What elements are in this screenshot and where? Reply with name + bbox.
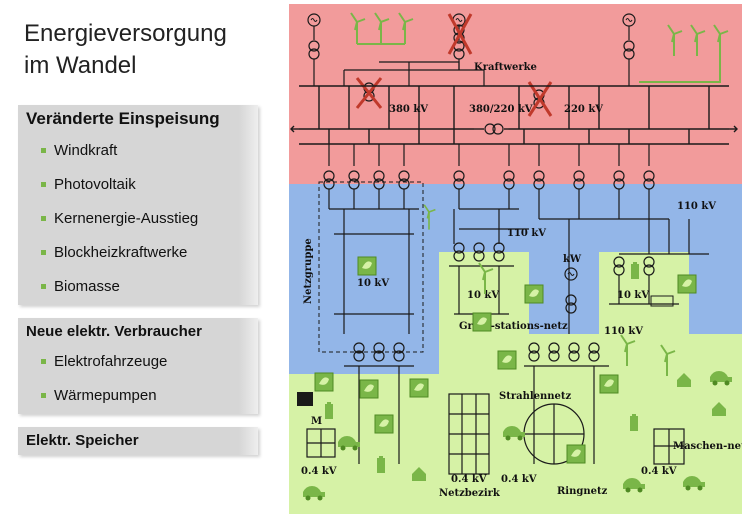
netzbezirk-grid — [448, 393, 490, 475]
label-380-220kv: 380/220 kV — [469, 104, 533, 115]
pv-stationsnetz — [472, 312, 492, 332]
list-item-windkraft: Windkraft — [18, 134, 258, 168]
label-110kv-mid: 110 kV — [507, 228, 546, 239]
hv-busbars — [290, 85, 738, 145]
page-title: Energieversorgung im Wandel — [24, 18, 274, 82]
title-line-1: Energieversorgung — [24, 20, 227, 47]
bullet-icon — [41, 284, 46, 289]
right-10kv-area — [609, 256, 679, 305]
label-kraftwerke: Kraftwerke — [474, 62, 537, 73]
crossed-plant-2 — [447, 13, 473, 55]
title-line-2: im Wandel — [24, 52, 137, 79]
mv-110kv-lines — [453, 209, 709, 334]
label-10kv-right: 10 kV — [617, 290, 649, 301]
label-04kv-mid2: 0.4 kV — [501, 474, 537, 485]
list-item-kernenergie: Kernenergie-Ausstieg — [18, 202, 258, 236]
bullet-icon — [41, 216, 46, 221]
label-04kv-mid: 0.4 kV — [451, 474, 487, 485]
panel-heading-verbraucher: Neue elektr. Verbraucher — [26, 323, 202, 340]
pv-mid-2 — [497, 350, 517, 370]
label-m: M — [311, 416, 322, 427]
panel-elektr-speicher: Elektr. Speicher — [18, 427, 258, 455]
battery-bottom-2 — [630, 414, 638, 431]
crossed-plant-3 — [527, 81, 553, 117]
label-04kv-left: 0.4 kV — [301, 466, 337, 477]
list-item-bhkw: Blockheizkraftwerke — [18, 236, 258, 270]
left-lv-net — [306, 428, 336, 458]
bullet-icon — [41, 148, 46, 153]
pv-bottom-2 — [359, 379, 379, 399]
list-item-biomasse: Biomasse — [18, 270, 258, 304]
list-item-waermepumpen: Wärmepumpen — [18, 379, 258, 413]
label-220kv: 220 kV — [564, 104, 603, 115]
mv-lv-transformers — [344, 342, 609, 464]
bullet-icon — [41, 393, 46, 398]
netzgruppe-box — [318, 181, 424, 353]
pv-bottom-1 — [314, 372, 334, 392]
panel-veraenderte-einspeisung: Veränderte Einspeisung Windkraft Photovo… — [18, 105, 258, 305]
bullet-icon — [41, 182, 46, 187]
label-stationsnetz: Gross-stations-netz — [459, 321, 568, 332]
label-110kv-lower: 110 kV — [604, 326, 643, 337]
bullet-icon — [41, 359, 46, 364]
pv-mid-top — [524, 284, 544, 304]
label-strahlennetz: Strahlennetz — [499, 391, 572, 402]
label-110kv-right: 110 kV — [677, 201, 716, 212]
wind-turbines-top-left — [350, 12, 414, 45]
hv-mv-transformers — [323, 144, 669, 220]
bullet-icon — [41, 250, 46, 255]
panel-heading-speicher: Elektr. Speicher — [26, 432, 139, 449]
battery-right — [631, 262, 639, 279]
crossed-plant-1 — [355, 77, 383, 109]
battery-bottom-1 — [377, 456, 385, 473]
pv-bottom-6 — [599, 374, 619, 394]
maschennetz — [653, 428, 685, 465]
label-maschennetz: Maschen-netz — [673, 441, 742, 452]
pv-bottom-4 — [409, 378, 429, 398]
top-generators — [307, 13, 636, 86]
list-item-elektrofahrzeuge: Elektrofahrzeuge — [18, 345, 258, 379]
pv-bottom-5 — [566, 444, 586, 464]
battery-bottom-3 — [325, 402, 333, 419]
label-netzbezirk: Netzbezirk — [439, 488, 501, 499]
label-04kv-right: 0.4 kV — [641, 466, 677, 477]
label-netzgruppe: Netzgruppe — [303, 238, 314, 304]
netzgruppe-lines — [334, 209, 414, 334]
zone-niederspannung — [289, 252, 742, 514]
label-kw: kW — [563, 254, 582, 265]
label-ringnetz: Ringnetz — [557, 486, 608, 497]
pv-bottom-3 — [374, 414, 394, 434]
label-10kv-left: 10 kV — [357, 278, 389, 289]
label-380kv: 380 kV — [389, 104, 428, 115]
label-10kv-mid: 10 kV — [467, 290, 499, 301]
panel-neue-verbraucher: Neue elektr. Verbraucher Elektrofahrzeug… — [18, 318, 258, 414]
heatpump-icon — [297, 392, 313, 406]
wind-turbines-top-right — [639, 24, 729, 83]
pv-netzgruppe — [357, 256, 377, 276]
list-item-photovoltaik: Photovoltaik — [18, 168, 258, 202]
grid-diagram: Kraftwerke 380 kV 380/220 kV 220 kV Netz… — [289, 4, 742, 514]
pv-right — [677, 274, 697, 294]
factory-icon — [650, 295, 674, 307]
panel-heading-einspeisung: Veränderte Einspeisung — [26, 109, 220, 128]
